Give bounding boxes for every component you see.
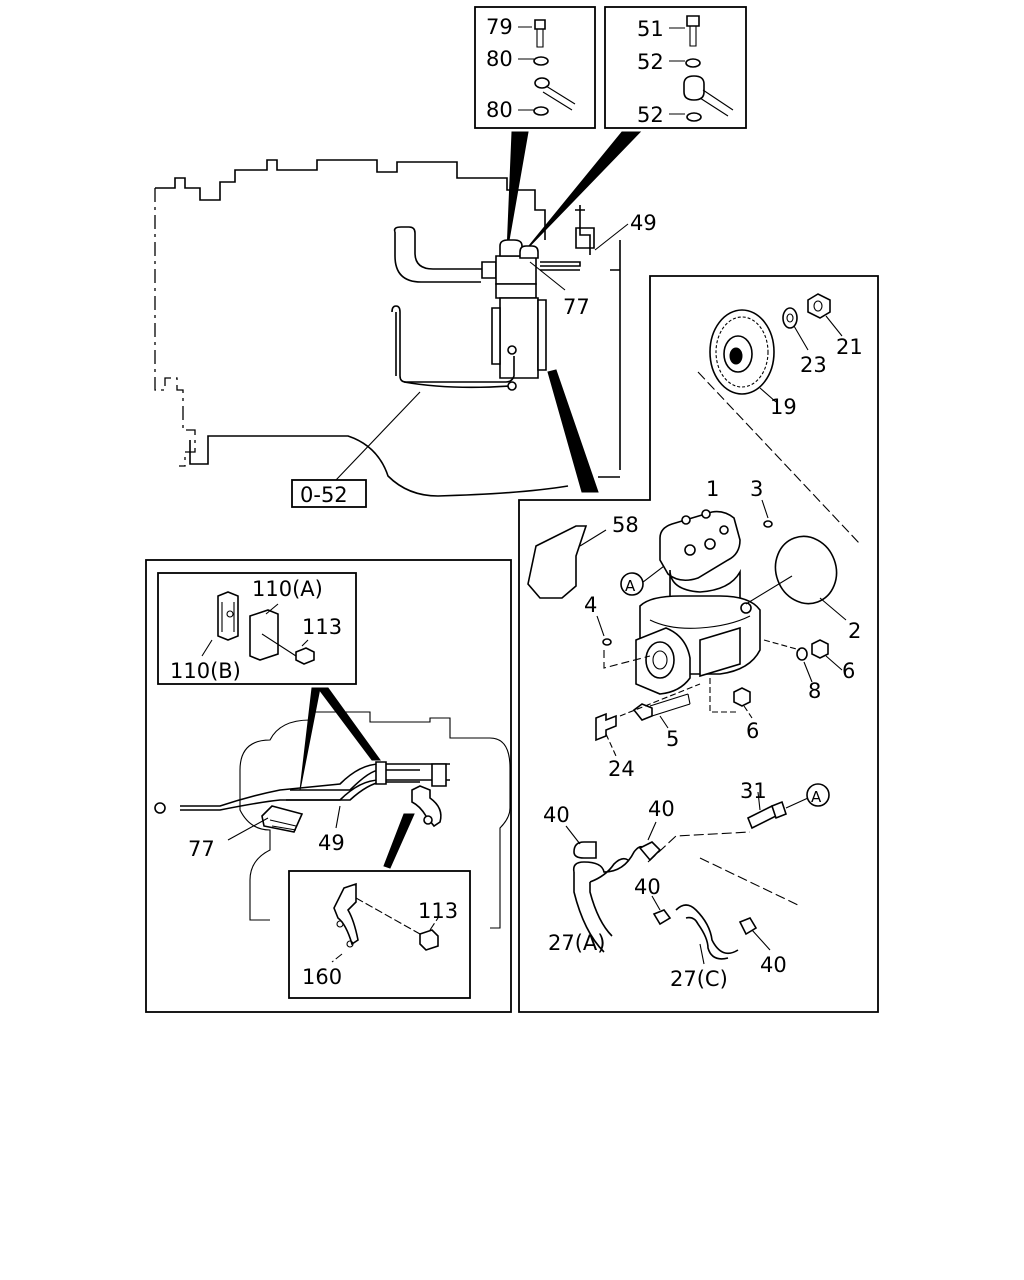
callout-110a: 110(A)	[252, 577, 323, 601]
bolt-5	[632, 703, 653, 721]
callout-6-lower: 6	[746, 719, 759, 743]
labels-top-left: 79 80 80	[486, 15, 513, 122]
bracket-58	[527, 525, 588, 599]
callout-a-hose: A	[811, 788, 822, 806]
callout-52-lower: 52	[637, 103, 664, 127]
callout-52: 52	[637, 50, 664, 74]
detail-box-banjo-51-52	[604, 6, 747, 129]
callout-80-lower: 80	[486, 98, 513, 122]
callout-40-d: 40	[760, 953, 787, 977]
compressor-panel-frame	[518, 275, 879, 1013]
labels-compressor: 1 3 58 A 4 2 6 8 5 6 24 19 23 21	[584, 335, 863, 781]
wedge-clamp-right	[317, 687, 381, 761]
pin-3	[763, 520, 773, 528]
engine-outline	[154, 159, 621, 497]
callout-80: 80	[486, 47, 513, 71]
callout-1: 1	[706, 477, 719, 501]
callout-0-52: 0-52	[300, 483, 348, 507]
labels-top-right: 51 52 52	[637, 17, 664, 127]
callout-40-b: 40	[648, 797, 675, 821]
bracket-160	[331, 882, 439, 963]
callout-a: A	[625, 577, 636, 595]
fitting-24	[595, 712, 617, 742]
callout-77-left: 77	[188, 837, 215, 861]
labels-engine: 49 77 0-52	[300, 211, 657, 507]
gasket-2	[774, 535, 838, 605]
callout-27c: 27(C)	[670, 967, 728, 991]
wedge-clamp-left	[299, 687, 321, 791]
gear-19	[697, 293, 861, 545]
callout-8: 8	[808, 679, 821, 703]
detail-box-banjo-79-80	[474, 6, 596, 129]
callout-40-a: 40	[543, 803, 570, 827]
hose-group	[565, 791, 809, 965]
clamp-110	[201, 591, 315, 665]
left-panel-frame	[145, 559, 512, 1013]
callout-21: 21	[836, 335, 863, 359]
callout-31: 31	[740, 779, 767, 803]
wedge-51	[523, 131, 642, 253]
callout-23: 23	[800, 353, 827, 377]
callout-19: 19	[770, 395, 797, 419]
callout-4: 4	[584, 593, 597, 617]
wedge-bracket	[383, 813, 415, 869]
wedge-engine-to-compressor	[547, 369, 599, 493]
engine-compressor	[391, 226, 595, 391]
nut-6	[733, 687, 751, 707]
callout-2: 2	[848, 619, 861, 643]
air-compressor	[635, 509, 761, 695]
callout-24: 24	[608, 757, 635, 781]
engine-side-view	[154, 711, 511, 929]
callout-6: 6	[842, 659, 855, 683]
callout-110b: 110(B)	[170, 659, 241, 683]
callout-51: 51	[637, 17, 664, 41]
callout-113-lower: 113	[418, 899, 458, 923]
labels-left-panel: 110(A) 113 110(B) 77 49 113 160	[170, 577, 458, 989]
callout-27a: 27(A)	[548, 931, 605, 955]
callout-77: 77	[563, 295, 590, 319]
callout-40-c: 40	[634, 875, 661, 899]
callout-49: 49	[630, 211, 657, 235]
pin-4	[602, 638, 612, 646]
ref-box-0-52	[291, 479, 367, 508]
ref-circle-a	[620, 572, 644, 596]
labels-hoses: 40 40 31 A 40 27(A) 27(C) 40	[543, 779, 830, 991]
callout-58: 58	[612, 513, 639, 537]
callout-113: 113	[302, 615, 342, 639]
callout-5: 5	[666, 727, 679, 751]
callout-160: 160	[302, 965, 342, 989]
wedge-79	[506, 131, 529, 253]
callout-49-left: 49	[318, 831, 345, 855]
callout-79: 79	[486, 15, 513, 39]
ref-circle-a-hose	[806, 783, 830, 807]
callout-3: 3	[750, 477, 763, 501]
